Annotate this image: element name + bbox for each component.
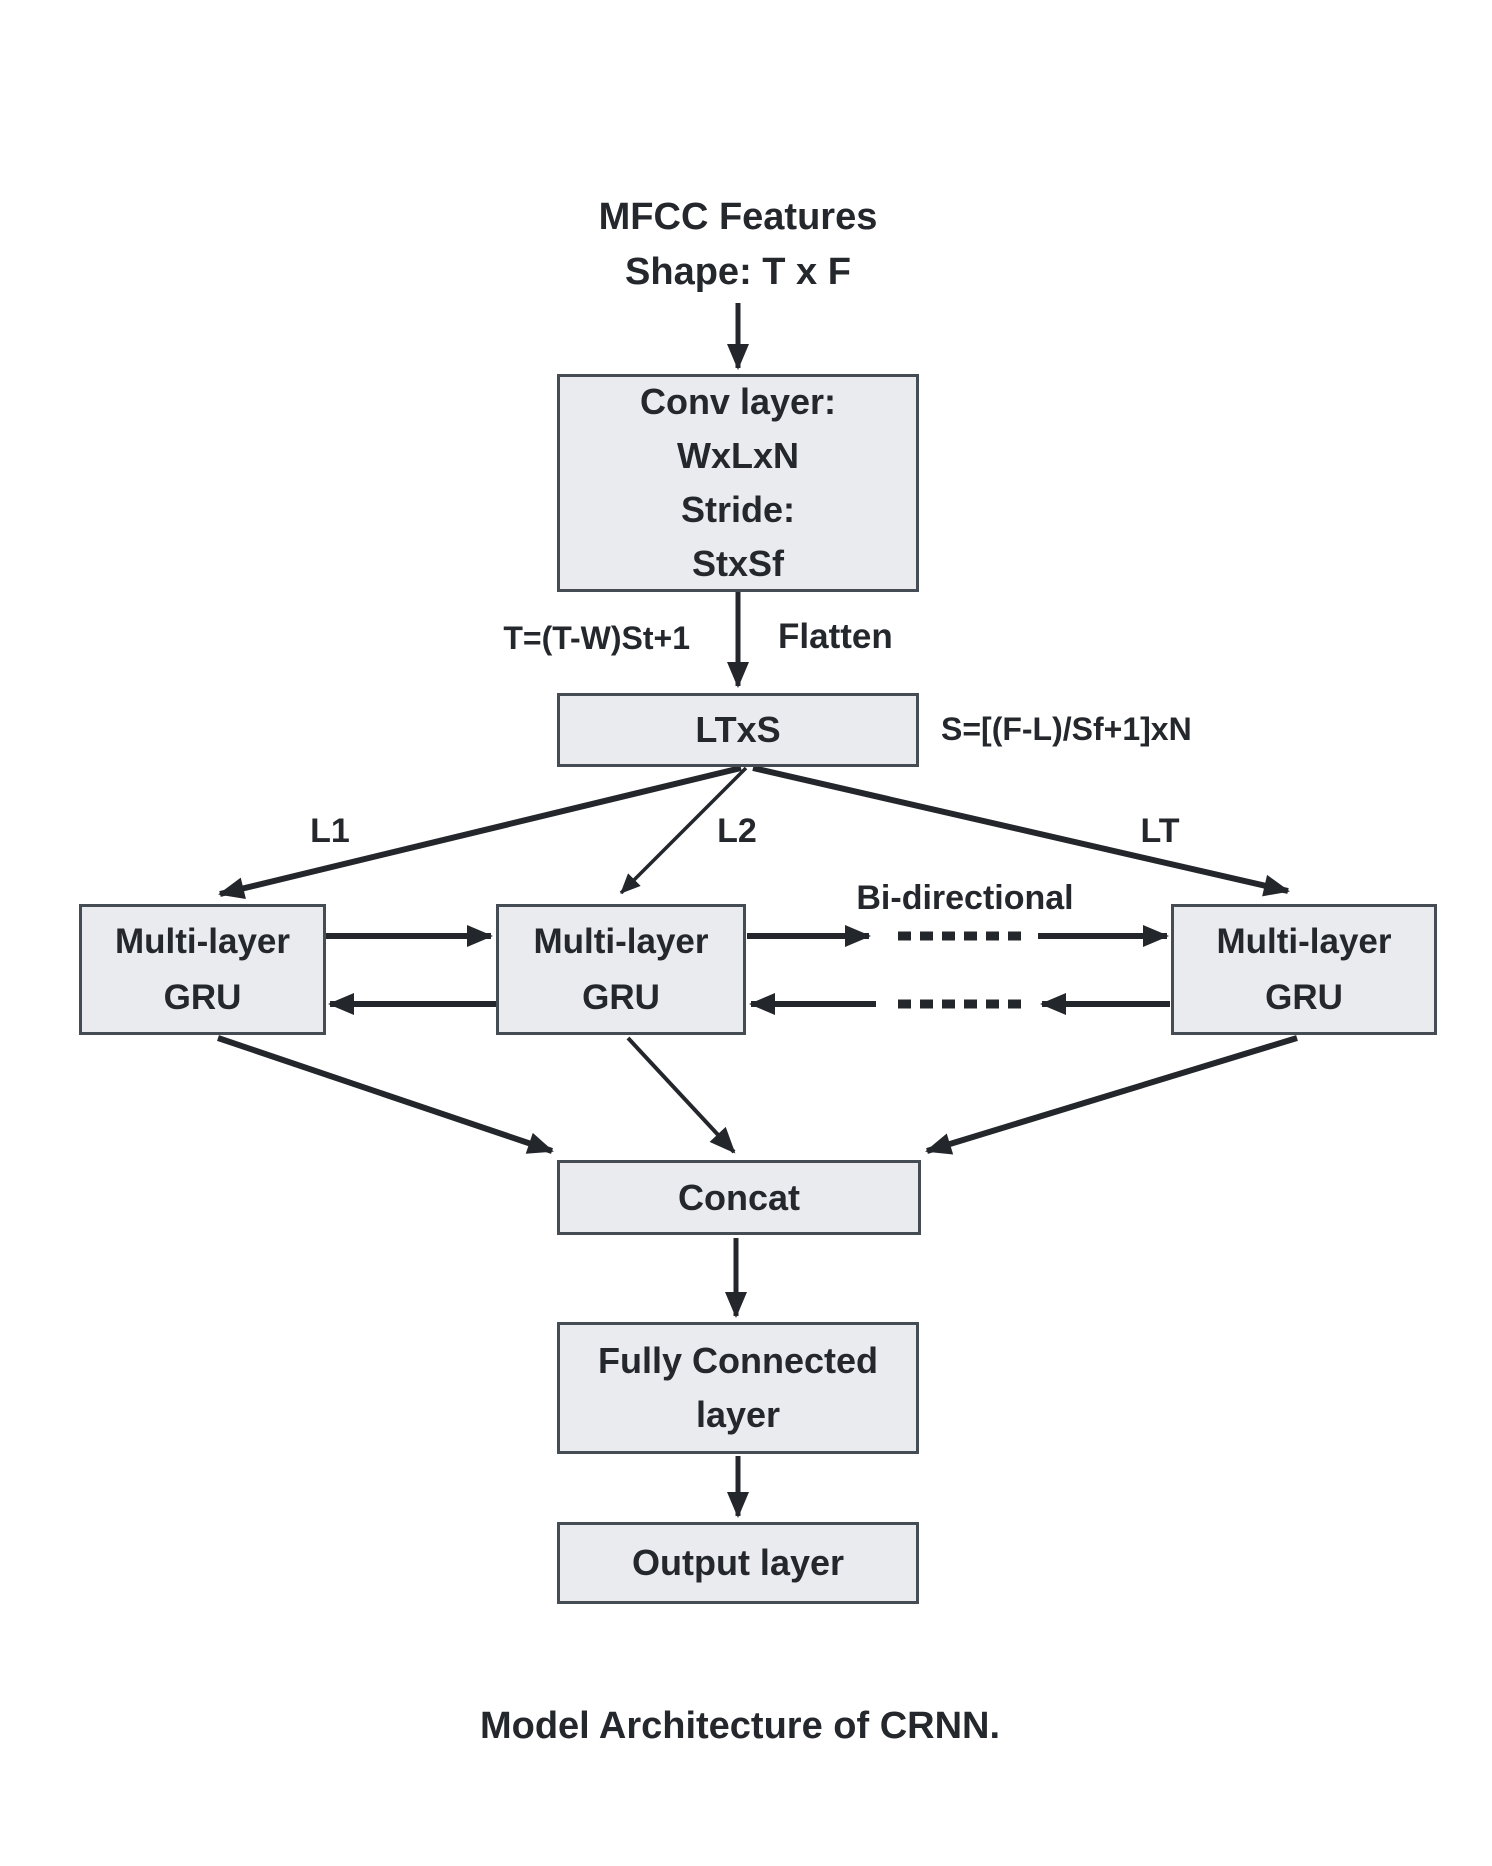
l2-label: L2 (717, 812, 757, 850)
node-gru-middle: Multi-layer GRU (496, 904, 746, 1035)
conv-line-kernel: WxLxN (676, 435, 799, 476)
concat-label: Concat (677, 1176, 800, 1218)
conv-line-stride-title: Stride: (680, 489, 795, 530)
gru-middle-line1: Multi-layer (533, 921, 709, 961)
flatten-label: Flatten (778, 617, 893, 656)
bidirectional-label: Bi-directional (856, 879, 1074, 917)
node-output-layer: Output layer (557, 1522, 919, 1604)
gru-right-line2: GRU (1265, 977, 1343, 1017)
arrow-ltxs-to-gru-middle (619, 766, 748, 895)
output-label: Output layer (631, 1542, 845, 1583)
gru-left-line2: GRU (163, 977, 242, 1017)
node-gru-left: Multi-layer GRU (79, 904, 326, 1035)
gru-left-line1: Multi-layer (114, 921, 291, 961)
figure-caption: Model Architecture of CRNN. (479, 1705, 1001, 1747)
l1-label: L1 (310, 812, 350, 850)
node-fully-connected: Fully Connected layer (557, 1322, 919, 1454)
input-features-line1: MFCC Features (598, 196, 878, 238)
t-formula-label: T=(T-W)St+1 (503, 620, 690, 656)
ltxs-label: LTxS (695, 709, 781, 750)
node-concat: Concat (557, 1160, 921, 1235)
node-gru-right: Multi-layer GRU (1171, 904, 1437, 1035)
gru-right-line1: Multi-layer (1216, 921, 1392, 961)
arrow-gru-right-to-concat (925, 1035, 1298, 1155)
node-conv-layer: Conv layer: WxLxN Stride: StxSf (557, 374, 919, 592)
arrow-ltxs-to-gru-left (218, 765, 742, 900)
lt-label: LT (1140, 812, 1180, 850)
conv-line-stride-value: StxSf (691, 543, 785, 584)
node-ltxs: LTxS (557, 693, 919, 767)
input-features-label: MFCC Features Shape: T x F (438, 190, 1038, 300)
input-features-line2: Shape: T x F (625, 251, 851, 293)
arrow-gru-left-to-concat (217, 1035, 554, 1154)
fc-line1: Fully Connected (597, 1340, 879, 1381)
arrow-gru-middle-to-concat (626, 1036, 736, 1154)
gru-middle-line2: GRU (582, 977, 660, 1017)
conv-line-title: Conv layer: (639, 381, 837, 422)
fc-line2: layer (695, 1394, 781, 1435)
arrow-ltxs-to-gru-right (752, 765, 1290, 897)
s-formula-label: S=[(F-L)/Sf+1]xN (941, 711, 1192, 747)
